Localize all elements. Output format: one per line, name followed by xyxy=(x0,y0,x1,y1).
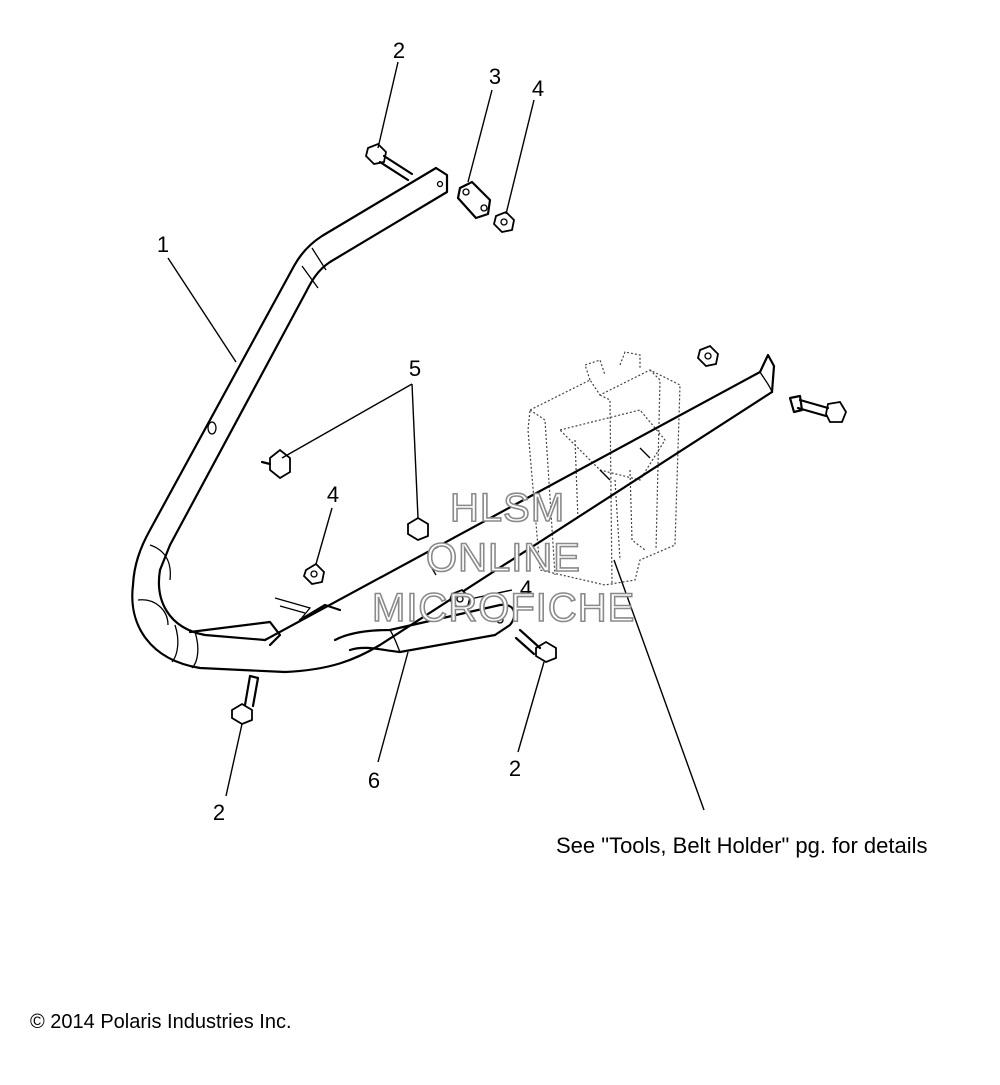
bolt-lower-left xyxy=(231,674,260,726)
callout-5: 5 xyxy=(409,356,421,381)
reference-note: See "Tools, Belt Holder" pg. for details xyxy=(556,833,928,858)
support-tube xyxy=(298,603,516,654)
watermark-line-1: HLSM xyxy=(449,485,566,531)
nut-left xyxy=(302,562,325,585)
leader-lines xyxy=(167,61,705,811)
copyright-text: © 2014 Polaris Industries Inc. xyxy=(30,1011,292,1033)
bolt-right xyxy=(788,394,848,423)
nut-center xyxy=(448,588,471,609)
belt-holder-outline xyxy=(527,351,681,586)
callout-6: 6 xyxy=(368,768,380,793)
push-clip-left xyxy=(260,448,291,480)
callout-4-center: 4 xyxy=(520,576,532,601)
callout-3: 3 xyxy=(489,64,501,89)
bolt-lower-right xyxy=(514,628,557,664)
callout-2-top: 2 xyxy=(393,38,405,63)
callout-4-left: 4 xyxy=(327,482,339,507)
watermark-line-3: MICROFICHE xyxy=(371,585,636,631)
clamp-plate xyxy=(456,180,492,220)
callout-1: 1 xyxy=(157,232,169,257)
bolt-top xyxy=(365,142,414,182)
callout-2-bottom: 2 xyxy=(213,800,225,825)
callout-2-right: 2 xyxy=(509,756,521,781)
nut-top xyxy=(493,210,515,233)
watermark-line-2: ONLINE xyxy=(425,535,581,581)
callout-4-top: 4 xyxy=(532,76,544,101)
nut-right xyxy=(697,344,719,367)
push-clip-center xyxy=(407,516,429,542)
bumper-bar xyxy=(131,166,776,674)
